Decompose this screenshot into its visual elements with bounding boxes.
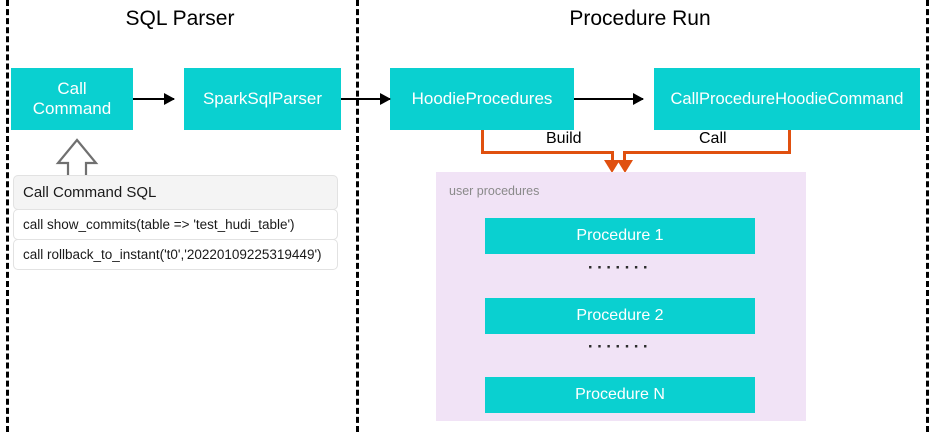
procedure-item-2[interactable]: Procedure 2: [485, 298, 755, 334]
user-procedures-panel: user procedures Procedure 1 ······· Proc…: [436, 172, 806, 421]
call-command-sql-card: Call Command SQL call show_commits(table…: [13, 175, 338, 270]
node-call-command-label-line1: Call: [57, 79, 87, 99]
connector-label-build: Build: [546, 130, 582, 147]
sql-card-header: Call Command SQL: [13, 175, 338, 210]
connector-call-horizontal: [623, 151, 791, 154]
arrow-hoodie-procedures-to-call-procedure-hoodie-command: [574, 93, 644, 105]
connector-call-vertical-start: [788, 130, 791, 154]
arrow-spark-sql-parser-to-hoodie-procedures: [341, 93, 391, 105]
sql-card-row-2[interactable]: call rollback_to_instant('t0','202201092…: [13, 239, 338, 270]
user-procedures-label: user procedures: [449, 184, 540, 198]
procedure-item-n[interactable]: Procedure N: [485, 377, 755, 413]
arrow-call-command-to-spark-sql-parser: [133, 93, 175, 105]
connector-label-call: Call: [699, 130, 727, 147]
procedure-item-1[interactable]: Procedure 1: [485, 218, 755, 254]
connector-build-horizontal: [481, 151, 614, 154]
node-call-procedure-hoodie-command[interactable]: CallProcedureHoodieCommand: [654, 68, 920, 130]
section-divider-right: [926, 0, 929, 432]
connector-call-vertical-end: [623, 151, 626, 162]
procedure-ellipsis-1: ·······: [587, 258, 653, 277]
connector-build-vertical-end: [611, 151, 614, 162]
connector-build-vertical-start: [481, 130, 484, 154]
section-divider-middle: [356, 0, 359, 432]
sql-card-row-1[interactable]: call show_commits(table => 'test_hudi_ta…: [13, 209, 338, 240]
node-hoodie-procedures[interactable]: HoodieProcedures: [390, 68, 574, 130]
connector-call-arrowhead: [617, 160, 633, 173]
section-title-sql-parser: SQL Parser: [125, 7, 235, 30]
node-call-command-label-line2: Command: [32, 99, 112, 118]
node-call-command-label: Call Command: [33, 79, 111, 118]
node-spark-sql-parser[interactable]: SparkSqlParser: [184, 68, 341, 130]
procedure-ellipsis-2: ·······: [587, 337, 653, 356]
section-divider-left: [6, 0, 9, 432]
connector-build-arrowhead: [604, 160, 620, 173]
node-call-command[interactable]: Call Command: [11, 68, 133, 130]
section-title-procedure-run: Procedure Run: [569, 7, 711, 30]
